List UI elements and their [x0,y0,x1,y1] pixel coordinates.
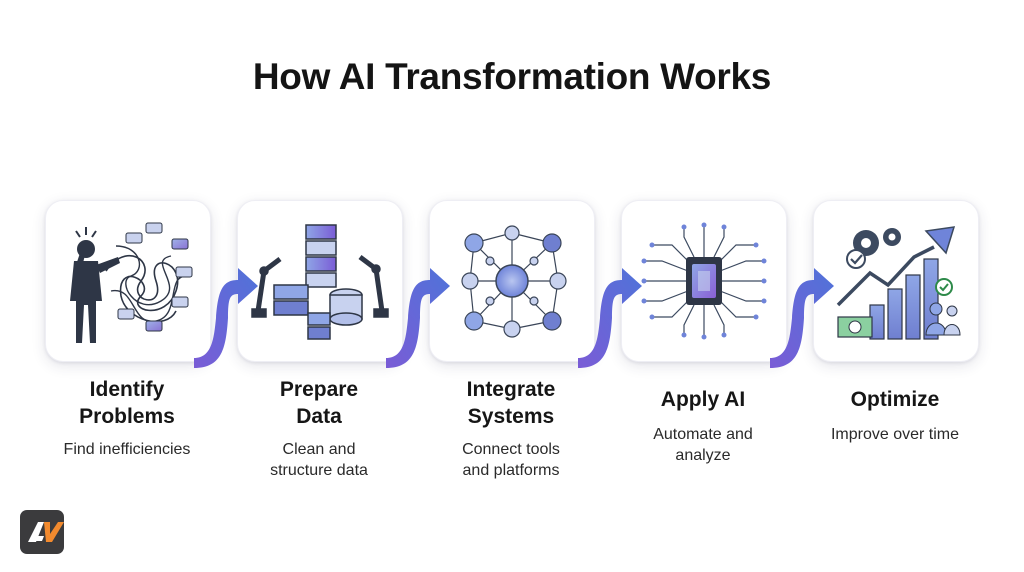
step-desc-line: Connect tools [462,441,560,458]
step-desc-line: Improve over time [830,426,960,443]
step-title: Prepare Data [219,376,419,430]
step-title-line: Problems [79,405,175,428]
step-card-apply-ai [621,200,787,362]
step-title-line: Optimize [850,388,940,411]
step-title: Integrate Systems [411,376,611,430]
step-title-line: Identify [89,378,165,401]
step-card-identify-problems [45,200,211,362]
step-title: Identify Problems [27,376,227,430]
step-desc-line: Find inefficiencies [63,441,191,458]
step-desc-line: Clean and [282,441,356,458]
step-card-prepare-data [237,200,403,362]
page-title: How AI Transformation Works [252,56,772,97]
step-description: Improve over time [795,424,995,445]
step-card-optimize [813,200,979,362]
step-desc-line: Automate and [653,426,753,443]
growth-chart-gears-icon [836,226,961,340]
step-title-line: Apply AI [660,388,746,411]
step-title: Optimize [795,386,995,413]
step-card-integrate-systems [429,200,595,362]
confused-person-tangled-icon [70,222,193,343]
ai-chip-circuit-icon [641,222,767,340]
arrow-icon [194,268,258,368]
step-title: Apply AI [603,386,803,413]
step-desc-line: structure data [270,462,368,479]
av-logo [20,510,64,554]
av-logo-icon [28,522,64,542]
step-title-line: Systems [467,405,555,428]
step-description: Find inefficiencies [27,439,227,460]
step-description: Automate and analyze [603,424,803,466]
step-title-line: Data [296,405,342,428]
step-title-line: Integrate [466,378,556,401]
arrow-icon [386,268,450,368]
arrow-icon [770,268,834,368]
step-title-line: Prepare [279,378,359,401]
arrow-icon [578,268,642,368]
network-nodes-icon [461,225,567,338]
data-robot-arms-icon [251,224,389,340]
step-description: Clean and structure data [219,439,419,481]
step-desc-line: analyze [675,447,731,464]
step-desc-line: and platforms [462,462,560,479]
step-description: Connect tools and platforms [411,439,611,481]
